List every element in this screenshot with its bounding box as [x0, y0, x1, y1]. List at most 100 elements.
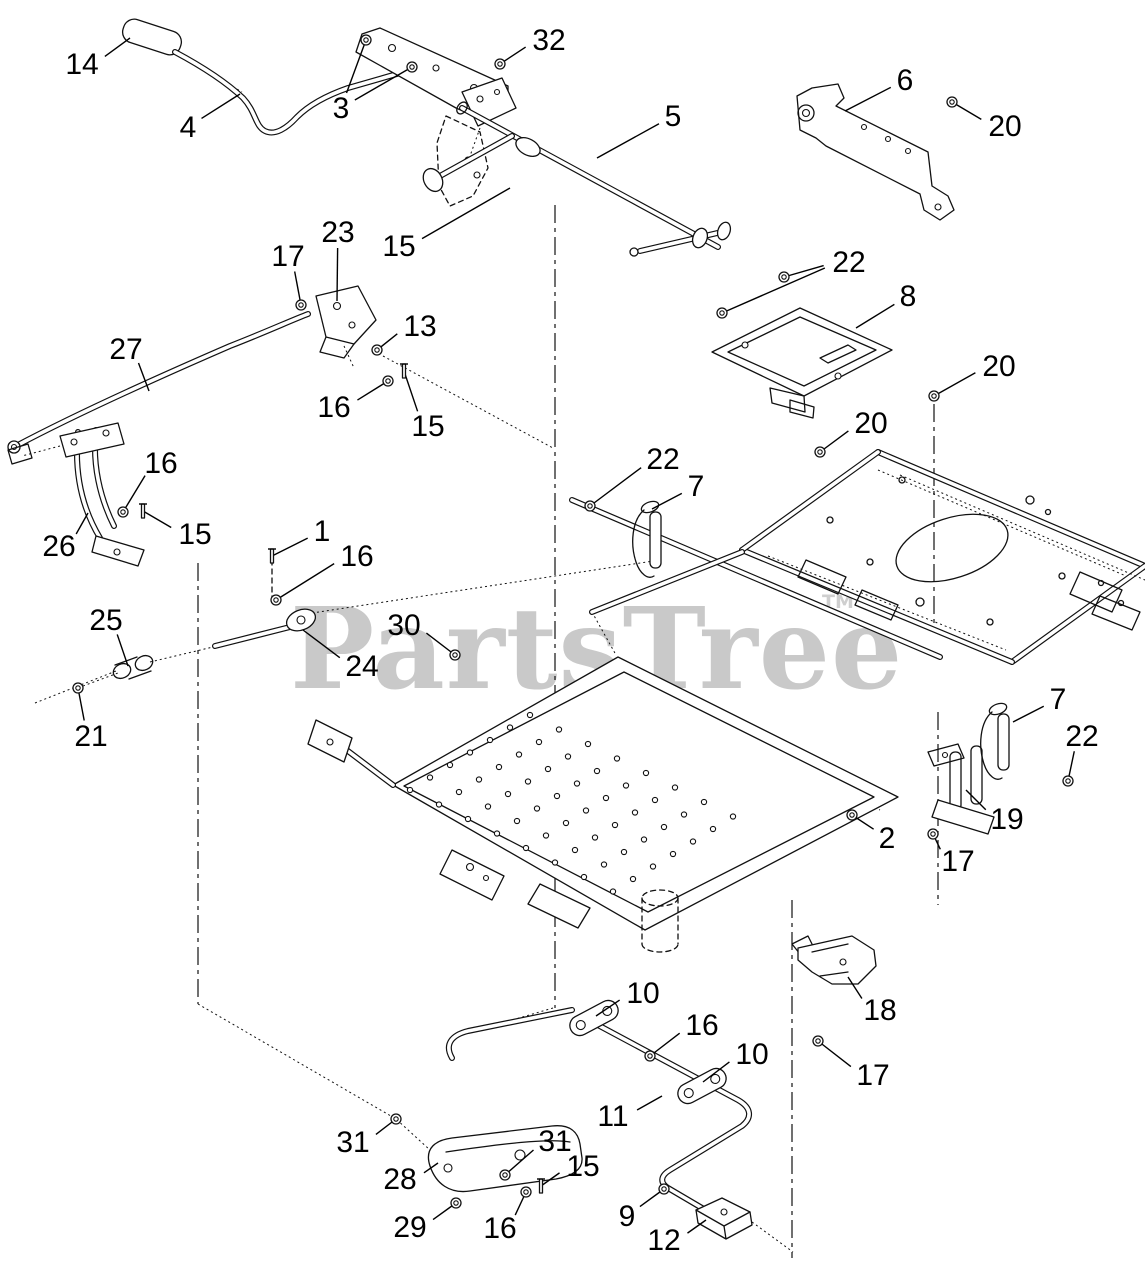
leader-line-10 — [595, 999, 621, 1017]
callout-label-16: 16 — [317, 391, 350, 424]
part-28-pedal-bracket — [427, 1125, 583, 1193]
callout-label-22: 22 — [646, 443, 679, 476]
callout-label-6: 6 — [897, 64, 914, 97]
part-8-latch-plate — [711, 307, 893, 419]
spacer-25 — [112, 662, 132, 680]
callout-label-16: 16 — [340, 540, 373, 573]
leader-line-31 — [504, 1149, 534, 1176]
callout-label-15: 15 — [411, 410, 444, 443]
leader-line-3 — [345, 39, 367, 94]
leader-line-28 — [423, 1162, 439, 1174]
part-frame — [569, 449, 1145, 665]
leader-line-16 — [122, 475, 146, 513]
callout-label-9: 9 — [619, 1200, 636, 1233]
callout-label-5: 5 — [665, 100, 682, 133]
leader-line-23 — [336, 247, 339, 302]
part-23-bracket — [315, 285, 377, 369]
callout-label-17: 17 — [856, 1059, 889, 1092]
leader-line-18 — [847, 976, 863, 999]
leader-line-6 — [844, 86, 892, 112]
leader-line-20 — [951, 101, 982, 121]
callout-label-17: 17 — [941, 845, 974, 878]
leader-line-30 — [425, 632, 456, 656]
leader-line-15 — [540, 1172, 560, 1187]
part-6-support-bracket — [796, 83, 955, 221]
leader-line-12 — [687, 1219, 707, 1234]
callout-label-23: 23 — [321, 216, 354, 249]
leader-line-3 — [354, 66, 413, 101]
callout-label-18: 18 — [863, 994, 896, 1027]
callout-label-19: 19 — [990, 803, 1023, 836]
callout-label-2: 2 — [879, 822, 896, 855]
callout-label-15: 15 — [178, 518, 211, 551]
leader-line-17 — [293, 271, 302, 306]
leader-line-15 — [421, 187, 511, 240]
link-plate-10b — [677, 1067, 727, 1105]
callout-label-20: 20 — [854, 407, 887, 440]
callout-label-30: 30 — [387, 609, 420, 642]
callout-label-10: 10 — [735, 1038, 768, 1071]
callout-label-11: 11 — [597, 1100, 628, 1133]
callout-label-20: 20 — [988, 110, 1021, 143]
part-7-hangers — [632, 500, 1010, 780]
callout-label-16: 16 — [144, 447, 177, 480]
callout-label-8: 8 — [900, 280, 917, 313]
part-5-lift-shaft — [422, 101, 732, 257]
leader-line-20 — [933, 372, 976, 397]
pin-glyph — [538, 1178, 544, 1194]
part-24-rod — [112, 608, 317, 680]
callout-label-21: 21 — [74, 720, 107, 753]
callout-label-17: 17 — [271, 240, 304, 273]
part-26-lever — [7, 422, 145, 567]
handle-grip — [121, 18, 183, 56]
leader-line-17 — [817, 1040, 852, 1068]
part-4-shift-lever — [121, 18, 431, 136]
leader-line-27 — [137, 362, 150, 392]
callout-label-4: 4 — [180, 111, 197, 144]
part-floor-pan — [307, 656, 899, 953]
part-27-rod — [7, 311, 311, 454]
leader-line-14 — [104, 37, 131, 57]
callout-label-16: 16 — [483, 1212, 516, 1245]
leader-line-16 — [649, 1032, 681, 1057]
callout-label-14: 14 — [65, 48, 98, 81]
callout-label-31: 31 — [336, 1126, 369, 1159]
callout-label-12: 12 — [647, 1224, 680, 1257]
leader-line-22 — [721, 267, 826, 314]
callout-label-20: 20 — [982, 350, 1015, 383]
callout-label-15: 15 — [566, 1150, 599, 1183]
callout-label-28: 28 — [383, 1163, 416, 1196]
leader-line-7 — [1012, 705, 1045, 723]
leader-line-8 — [855, 303, 895, 329]
callout-label-3: 3 — [333, 92, 350, 125]
callout-label-16: 16 — [685, 1009, 718, 1042]
callout-label-32: 32 — [532, 24, 565, 57]
callout-label-1: 1 — [314, 515, 331, 548]
callout-label-10: 10 — [626, 977, 659, 1010]
leader-line-22 — [589, 467, 642, 507]
callout-layer: 1443325156201723132716152282020227261615… — [42, 24, 1098, 1257]
leader-line-1 — [271, 537, 309, 557]
leader-line-22 — [783, 264, 824, 278]
leader-line-25 — [116, 634, 129, 667]
pin-glyph — [140, 503, 146, 519]
callout-label-24: 24 — [345, 650, 378, 683]
callout-label-31: 31 — [538, 1125, 571, 1158]
leader-line-11 — [636, 1095, 663, 1111]
leader-line-16 — [357, 380, 389, 401]
leader-line-15 — [142, 510, 172, 529]
callout-label-13: 13 — [403, 310, 436, 343]
callout-label-25: 25 — [89, 604, 122, 637]
pin-glyph — [401, 363, 407, 379]
callout-label-7: 7 — [688, 470, 705, 503]
support-cylinder — [641, 889, 679, 953]
leader-line-20 — [819, 430, 849, 453]
leader-line-4 — [201, 93, 241, 120]
leader-line-10 — [702, 1061, 730, 1083]
leader-line-26 — [75, 512, 89, 535]
pin-glyph — [269, 548, 275, 564]
callout-label-7: 7 — [1050, 683, 1067, 716]
floor-pan-holes — [406, 711, 737, 895]
